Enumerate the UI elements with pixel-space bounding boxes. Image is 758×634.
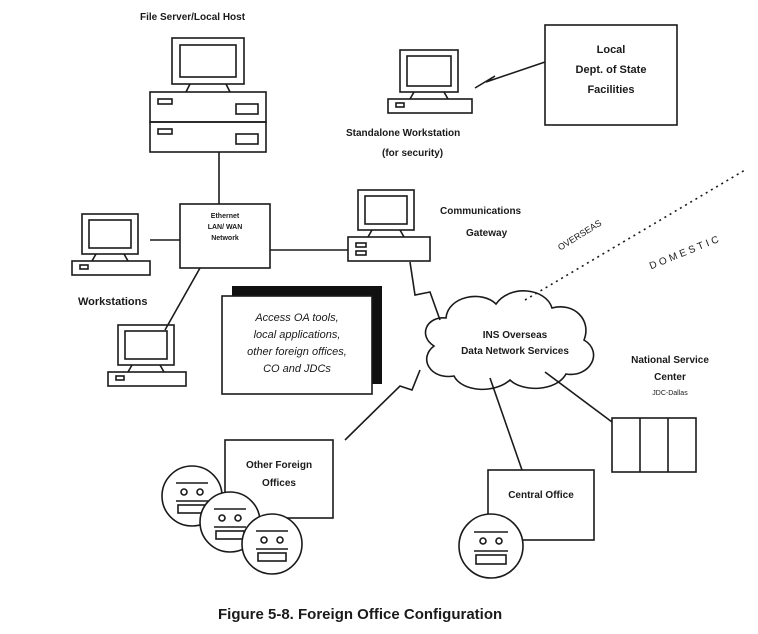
comm-gateway-icon xyxy=(347,189,431,262)
standalone-workstation-icon xyxy=(387,49,473,114)
comm-gateway-label-2: Gateway xyxy=(466,228,508,239)
ethernet-label-1: Ethernet xyxy=(210,213,240,220)
ins-to-nsc-link xyxy=(544,371,613,423)
workstations-label: Workstations xyxy=(78,296,148,308)
access-label-2: local applications, xyxy=(253,329,341,341)
ins-label-2: Data Network Services xyxy=(461,346,569,357)
standalone-to-local-dept-link xyxy=(474,61,546,89)
ins-label-1: INS Overseas xyxy=(482,330,548,341)
office-seal-icon-3 xyxy=(241,513,303,575)
file-server-icon xyxy=(149,37,267,153)
local-dept-label-1: Local xyxy=(596,44,626,56)
central-office-label: Central Office xyxy=(508,490,574,501)
local-dept-box xyxy=(544,24,678,126)
local-dept-label-2: Dept. of State xyxy=(575,64,647,76)
ethernet-label-3: Network xyxy=(211,235,239,242)
overseas-domestic-divider xyxy=(524,169,746,301)
other-offices-label-2: Offices xyxy=(262,478,296,489)
central-office-box xyxy=(487,469,595,541)
standalone-label-1: Standalone Workstation xyxy=(346,128,461,139)
nsc-label-1: National Service xyxy=(631,355,709,366)
ins-network-cloud xyxy=(424,290,595,391)
figure-caption: Figure 5-8. Foreign Office Configuration xyxy=(218,606,503,623)
ins-to-other-offices-link xyxy=(344,369,421,441)
national-service-center-icon xyxy=(611,417,697,473)
other-offices-label-1: Other Foreign xyxy=(245,460,313,471)
ins-to-central-office-link xyxy=(489,377,523,471)
file-server-label: File Server/Local Host xyxy=(140,12,246,23)
nsc-label-2: Center xyxy=(654,372,686,383)
ethernet-to-workstation2-link xyxy=(164,267,201,331)
local-dept-label-3: Facilities xyxy=(587,84,635,96)
access-label-1: Access OA tools, xyxy=(255,312,339,324)
workstation-icon xyxy=(71,213,151,276)
access-note-box xyxy=(221,295,373,395)
gateway-to-ins-link xyxy=(409,261,441,321)
ethernet-label-2: LAN/ WAN xyxy=(207,224,243,231)
comm-gateway-label-1: Communications xyxy=(440,206,522,217)
workstation-icon-2 xyxy=(107,324,187,387)
standalone-label-2: (for security) xyxy=(382,148,444,159)
central-office-seal-icon xyxy=(458,513,524,579)
nsc-label-3: JDC-Dallas xyxy=(652,390,688,397)
ethernet-network-box xyxy=(179,203,271,269)
access-label-4: CO and JDCs xyxy=(263,363,331,375)
access-label-3: other foreign offices, xyxy=(247,346,347,358)
